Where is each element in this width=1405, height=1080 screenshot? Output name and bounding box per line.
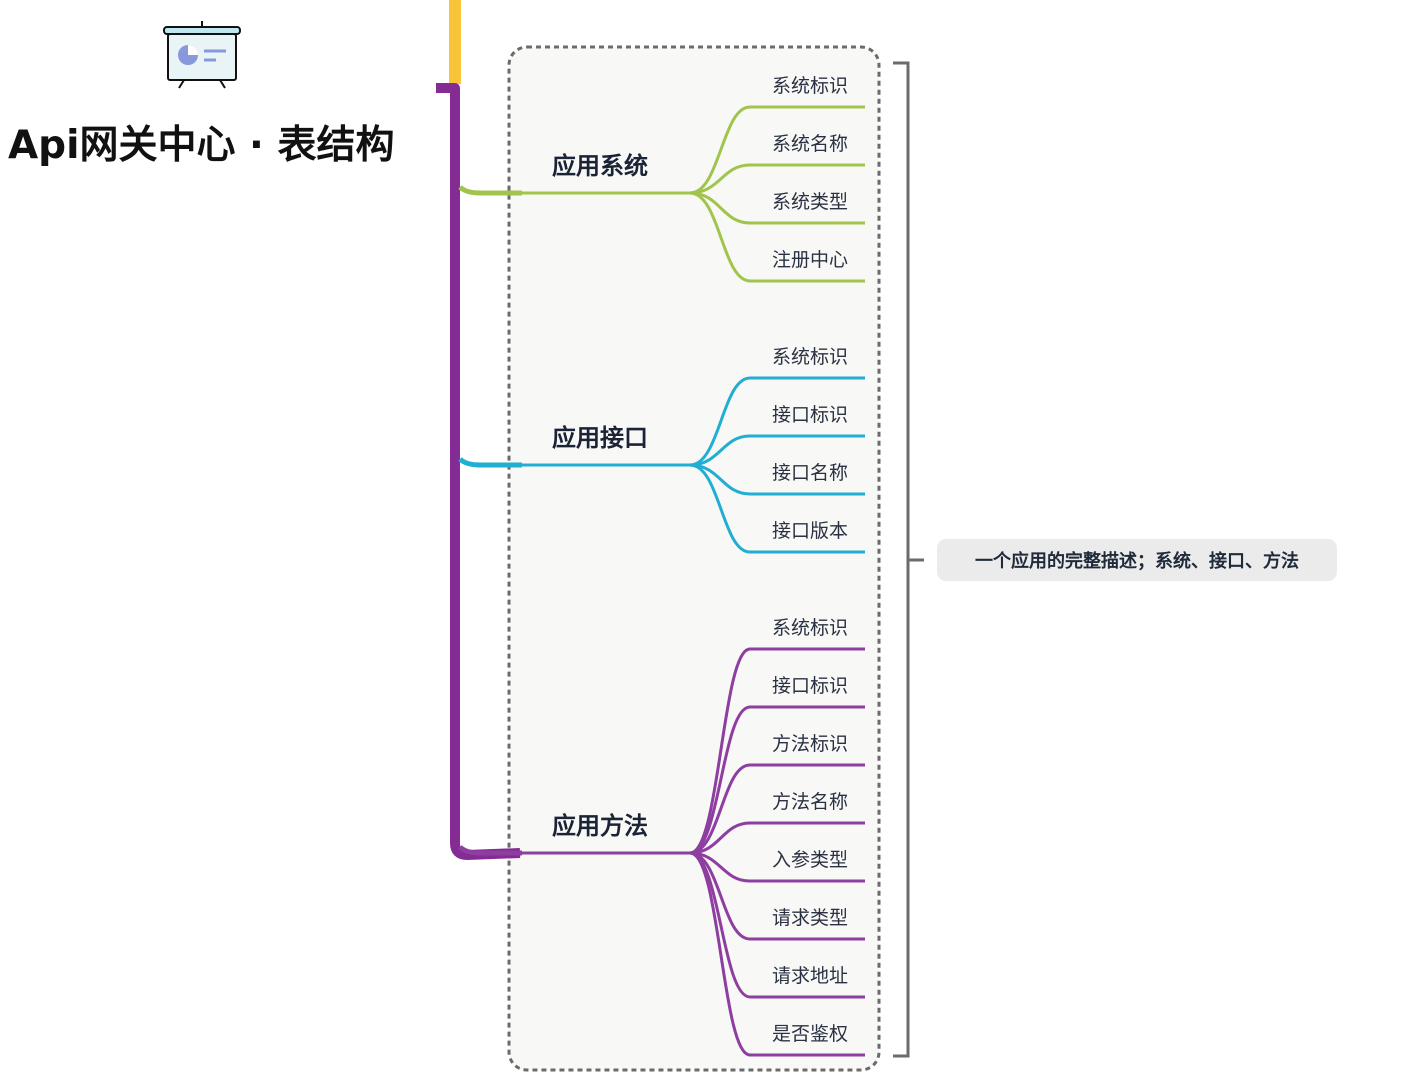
leaf-branch — [689, 463, 865, 496]
leaf-node[interactable]: 系统标识 — [772, 75, 849, 97]
leaf-node[interactable]: 系统标识 — [772, 617, 849, 639]
leaf-branch — [689, 851, 865, 1057]
leaf-node[interactable]: 接口版本 — [772, 520, 849, 542]
diagram-title: Api网关中心 · 表结构 — [8, 123, 395, 168]
leaf-branch — [689, 191, 865, 225]
presentation-board-icon — [160, 20, 244, 90]
leaf-branch — [689, 105, 865, 195]
leaf-branch — [689, 851, 865, 883]
leaf-branch — [689, 434, 865, 467]
leaf-node[interactable]: 请求地址 — [772, 965, 849, 987]
leaf-node[interactable]: 系统标识 — [772, 346, 849, 368]
leaf-node[interactable]: 方法名称 — [772, 791, 849, 813]
leaf-branch — [689, 821, 865, 855]
group-node[interactable]: 应用系统 — [552, 152, 648, 180]
leaf-node[interactable]: 接口名称 — [772, 462, 849, 484]
leaf-branch — [689, 163, 865, 195]
leaf-branch — [689, 763, 865, 855]
leaf-node[interactable]: 系统类型 — [772, 191, 849, 213]
group-connector — [458, 185, 522, 196]
boundary-frame — [507, 45, 881, 1072]
leaf-node[interactable]: 系统名称 — [772, 133, 849, 155]
leaf-branch — [689, 647, 865, 855]
leaf-node[interactable]: 请求类型 — [772, 907, 849, 929]
summary-bracket — [893, 61, 910, 1058]
leaf-branch — [689, 705, 865, 855]
leaf-node[interactable]: 注册中心 — [772, 249, 849, 271]
leaf-branch — [689, 463, 865, 554]
trunk-main-segment — [436, 83, 521, 860]
leaf-node[interactable]: 是否鉴权 — [772, 1023, 849, 1045]
trunk-top-segment — [449, 0, 461, 84]
leaf-node[interactable]: 接口标识 — [772, 675, 849, 697]
group-connector — [458, 845, 522, 856]
leaf-node[interactable]: 入参类型 — [772, 849, 849, 871]
leaf-branch — [689, 376, 865, 467]
leaf-branch — [689, 191, 865, 283]
summary-note[interactable]: 一个应用的完整描述；系统、接口、方法 — [937, 539, 1337, 581]
group-node[interactable]: 应用方法 — [552, 812, 648, 840]
leaf-node[interactable]: 方法标识 — [772, 733, 849, 755]
group-node[interactable]: 应用接口 — [552, 424, 648, 452]
group-connector — [458, 457, 522, 468]
leaf-node[interactable]: 接口标识 — [772, 404, 849, 426]
